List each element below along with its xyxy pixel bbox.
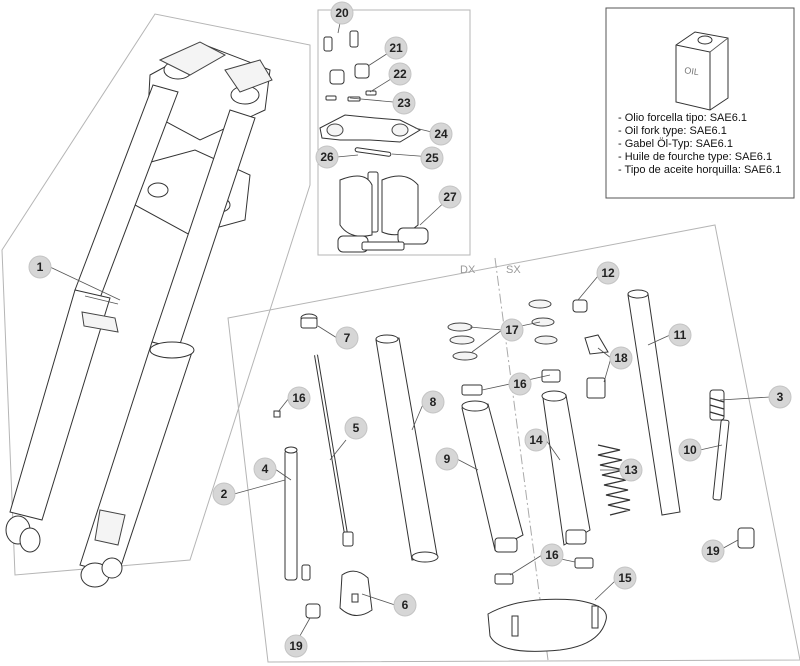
svg-text:27: 27 [443, 190, 457, 204]
svg-text:26: 26 [320, 150, 334, 164]
exploded-parts-frame [227, 224, 800, 663]
oil-line-it: - Olio forcella tipo: SAE6.1 [618, 112, 747, 124]
callout-26: 26 [315, 145, 339, 169]
callout-6: 6 [393, 593, 417, 617]
oil-line-es: - Tipo de aceite horquilla: SAE6.1 [618, 164, 781, 176]
callout-8: 8 [421, 390, 445, 414]
svg-text:19: 19 [289, 639, 303, 653]
callout-25: 25 [420, 146, 444, 170]
callout-18: 18 [609, 346, 633, 370]
svg-text:7: 7 [344, 331, 351, 345]
callout-17: 17 [500, 318, 524, 342]
svg-text:4: 4 [262, 462, 269, 476]
svg-text:12: 12 [601, 266, 615, 280]
callout-20: 20 [330, 1, 354, 25]
svg-text:13: 13 [624, 463, 638, 477]
callout-14: 14 [524, 428, 548, 452]
callout-1: 1 [28, 255, 52, 279]
svg-text:1: 1 [37, 260, 44, 274]
side-label-dx: DX [460, 264, 476, 276]
oil-line-fr: - Huile de fourche type: SAE6.1 [618, 151, 772, 163]
oil-line-en: - Oil fork type: SAE6.1 [618, 125, 727, 137]
callout-19-right: 19 [701, 539, 725, 563]
svg-text:9: 9 [444, 452, 451, 466]
svg-text:10: 10 [683, 443, 697, 457]
svg-text:8: 8 [430, 395, 437, 409]
svg-text:21: 21 [389, 41, 403, 55]
oil-line-de: - Gabel Öl-Typ: SAE6.1 [618, 138, 733, 150]
svg-text:18: 18 [614, 351, 628, 365]
svg-text:16: 16 [545, 548, 559, 562]
callout-24: 24 [429, 122, 453, 146]
callout-9: 9 [435, 447, 459, 471]
svg-text:22: 22 [393, 67, 407, 81]
exploded-parts [273, 289, 755, 652]
callout-15: 15 [613, 566, 637, 590]
svg-text:3: 3 [777, 390, 784, 404]
callout-16-bushes: 16 [508, 372, 532, 396]
callout-13: 13 [619, 458, 643, 482]
svg-text:24: 24 [434, 127, 448, 141]
svg-text:23: 23 [397, 96, 411, 110]
svg-text:15: 15 [618, 571, 632, 585]
top-clamp-parts [319, 30, 429, 253]
callout-11: 11 [668, 323, 692, 347]
callout-22: 22 [388, 62, 412, 86]
side-label-sx: SX [506, 264, 521, 276]
assembly-frame-left [1, 13, 311, 576]
svg-text:25: 25 [425, 151, 439, 165]
callout-27: 27 [438, 185, 462, 209]
callout-23: 23 [392, 91, 416, 115]
svg-text:2: 2 [221, 487, 228, 501]
callout-4: 4 [253, 457, 277, 481]
assembled-fork [5, 41, 273, 588]
callout-12: 12 [596, 261, 620, 285]
top-clamp-frame [317, 9, 471, 256]
oil-legend: OIL - Olio forcella tipo: SAE6.1 - Oil f… [605, 7, 795, 199]
callout-2: 2 [212, 482, 236, 506]
oil-can-label: OIL [684, 65, 700, 77]
svg-text:16: 16 [292, 391, 306, 405]
callout-16-bottom: 16 [540, 543, 564, 567]
svg-text:16: 16 [513, 377, 527, 391]
callout-16-nut: 16 [287, 386, 311, 410]
svg-text:11: 11 [674, 328, 687, 342]
svg-text:5: 5 [353, 421, 360, 435]
callout-21: 21 [384, 36, 408, 60]
svg-text:20: 20 [335, 6, 349, 20]
callout-10: 10 [678, 438, 702, 462]
callout-7: 7 [335, 326, 359, 350]
svg-text:6: 6 [402, 598, 409, 612]
callout-19-left: 19 [284, 634, 308, 658]
callout-3: 3 [768, 385, 792, 409]
callouts: 1 2 3 4 5 6 7 8 9 10 11 12 13 14 15 16 1… [28, 1, 792, 658]
svg-text:19: 19 [706, 544, 720, 558]
svg-text:14: 14 [529, 433, 543, 447]
callout-5: 5 [344, 416, 368, 440]
svg-text:17: 17 [505, 323, 519, 337]
